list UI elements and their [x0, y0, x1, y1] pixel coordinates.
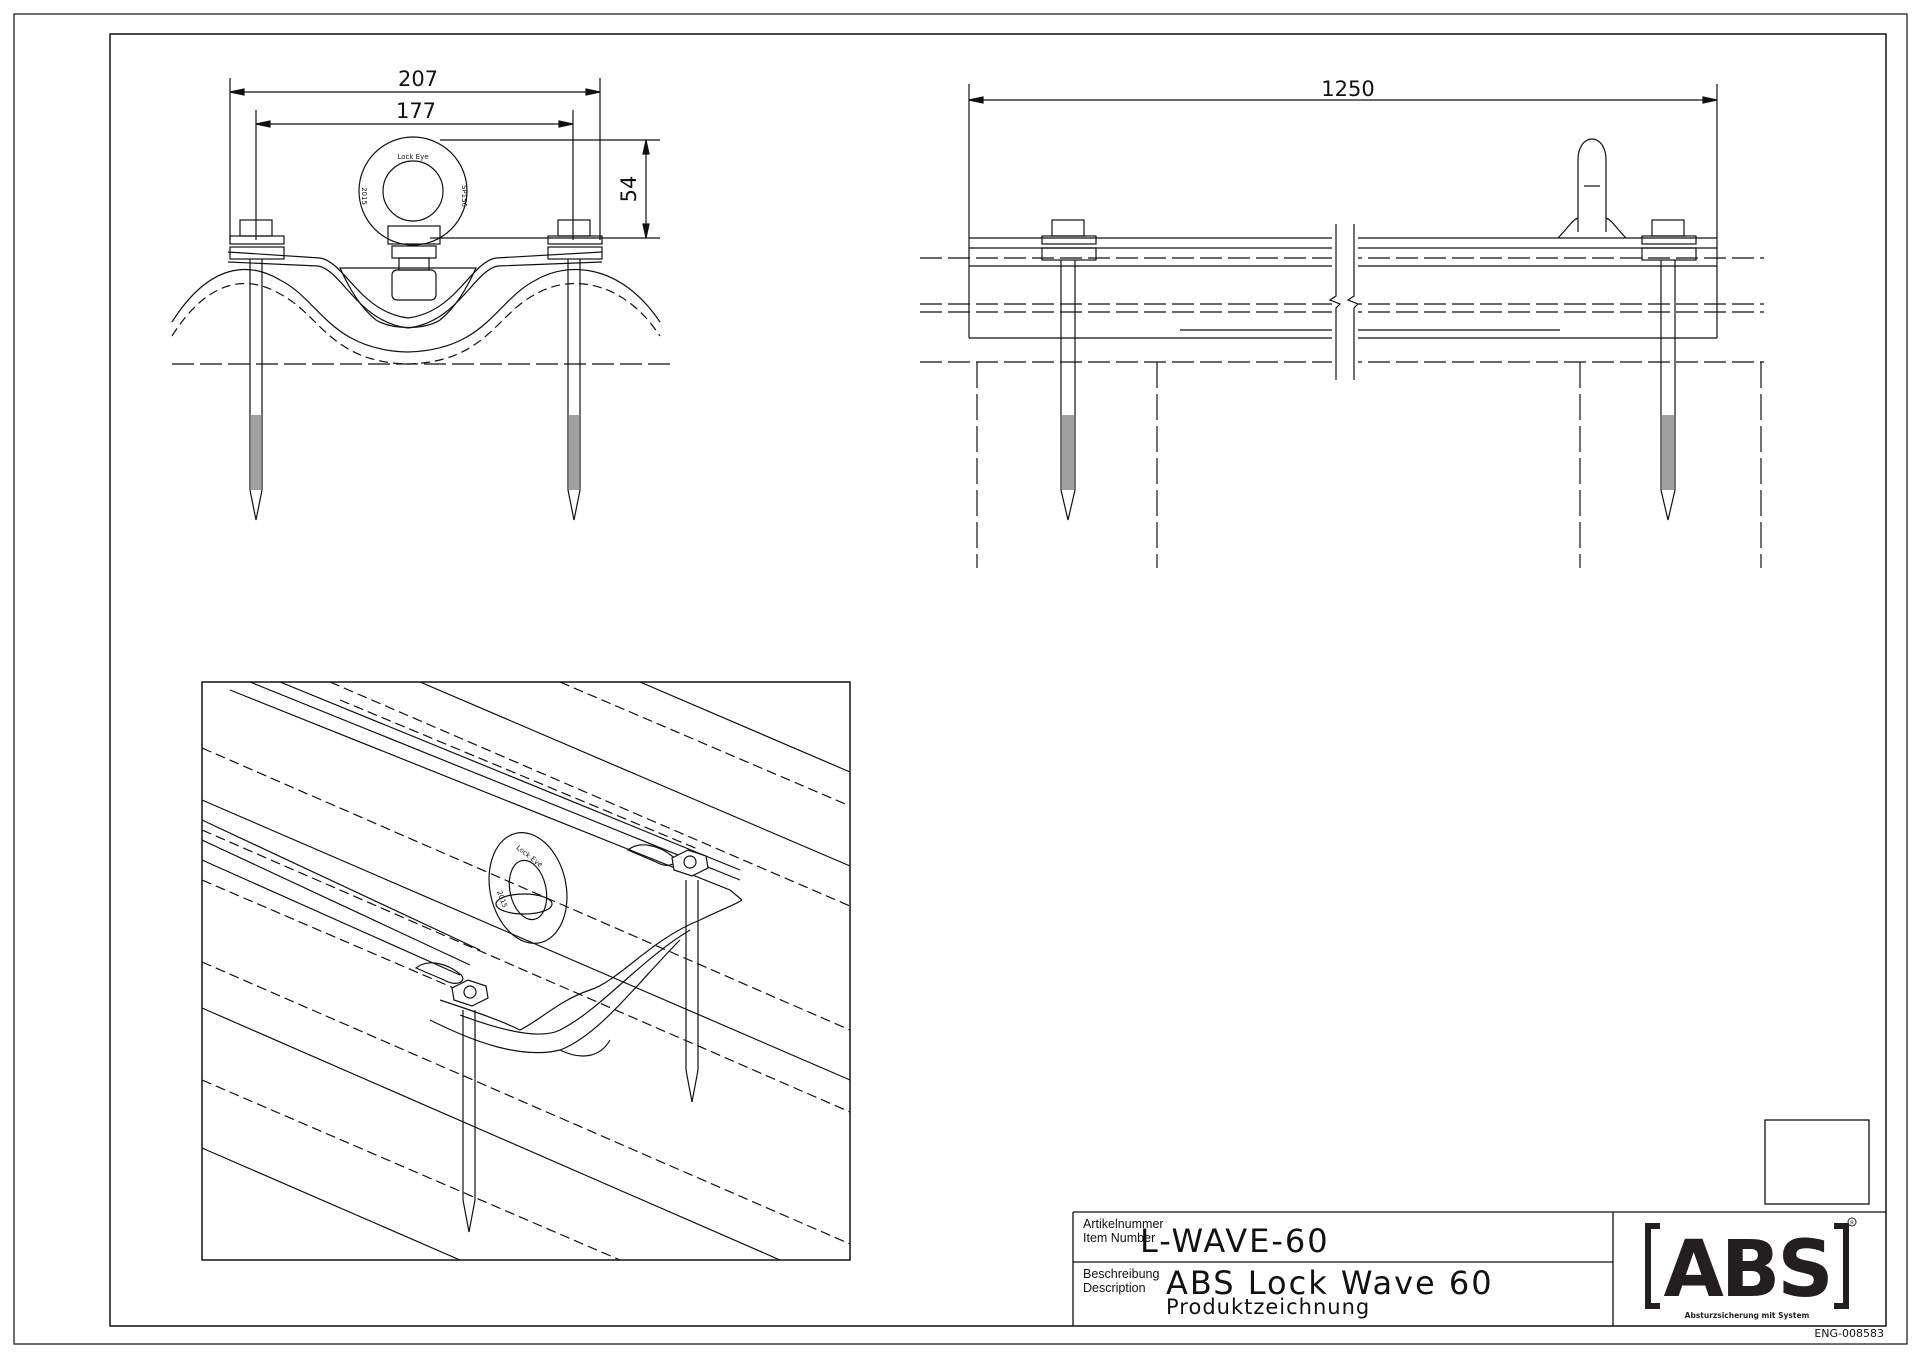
item-number-label-en: Item Number — [1083, 1231, 1155, 1245]
svg-text:R: R — [1850, 1221, 1854, 1227]
front-view — [171, 78, 676, 521]
description-label-en: Description — [1083, 1281, 1146, 1295]
eye-brand-text: Lock Eye — [397, 153, 428, 161]
title-block-text: Artikelnummer Item Number L-WAVE-60 Besc… — [1083, 1217, 1884, 1340]
abs-logo-tagline: Absturzsicherung mit System — [1685, 1311, 1810, 1320]
dim-1250: 1250 — [1321, 77, 1374, 101]
side-view-labels: 1250 — [1321, 77, 1374, 101]
side-view — [920, 84, 1764, 568]
dim-54: 54 — [617, 176, 641, 203]
registered-mark-icon: R — [1847, 1217, 1857, 1227]
iso-eye-brand-text: Lock Eye — [515, 844, 544, 869]
description-label-de: Beschreibung — [1083, 1267, 1159, 1281]
item-number: L-WAVE-60 — [1140, 1222, 1330, 1260]
dim-207: 207 — [398, 67, 438, 91]
title-block — [1072, 1119, 1886, 1326]
front-view-labels: 207 177 54 Lock Eye 2015 SP156 — [360, 67, 641, 208]
product-description: ABS Lock Wave 60 — [1166, 1264, 1494, 1302]
abs-logo-text: ABS — [1664, 1225, 1831, 1315]
drawing-number: ENG-008583 — [1814, 1327, 1884, 1340]
isometric-view: Lock Eye 2015 — [201, 681, 851, 1261]
item-number-label-de: Artikelnummer — [1083, 1217, 1164, 1231]
abs-logo-icon: ABS Absturzsicherung mit System R — [1645, 1217, 1857, 1320]
dim-177: 177 — [396, 99, 436, 123]
sheet-borders — [13, 13, 1908, 1345]
drawing-subtitle: Produktzeichnung — [1166, 1295, 1370, 1319]
eye-right-mark: SP156 — [460, 185, 468, 208]
eye-left-mark: 2015 — [360, 187, 368, 205]
